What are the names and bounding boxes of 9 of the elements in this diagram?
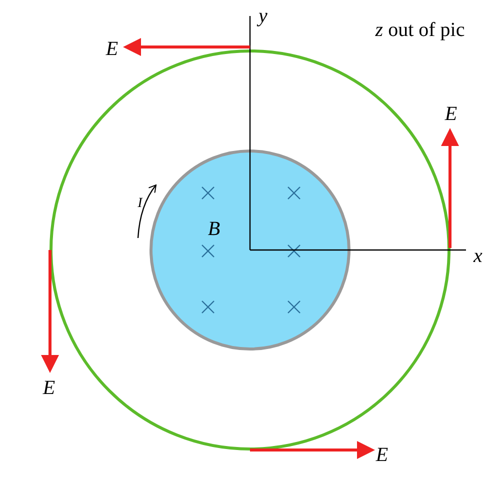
axis-label: y bbox=[258, 6, 268, 26]
axis-label: z out of pic bbox=[375, 20, 465, 40]
axis-label: x bbox=[474, 246, 482, 266]
field-label: E bbox=[106, 39, 118, 59]
field-label: B bbox=[208, 219, 220, 239]
field-label: E bbox=[42, 378, 56, 398]
current-label: I bbox=[138, 197, 142, 211]
field-label: E bbox=[376, 445, 388, 465]
field-label: E bbox=[444, 104, 458, 124]
